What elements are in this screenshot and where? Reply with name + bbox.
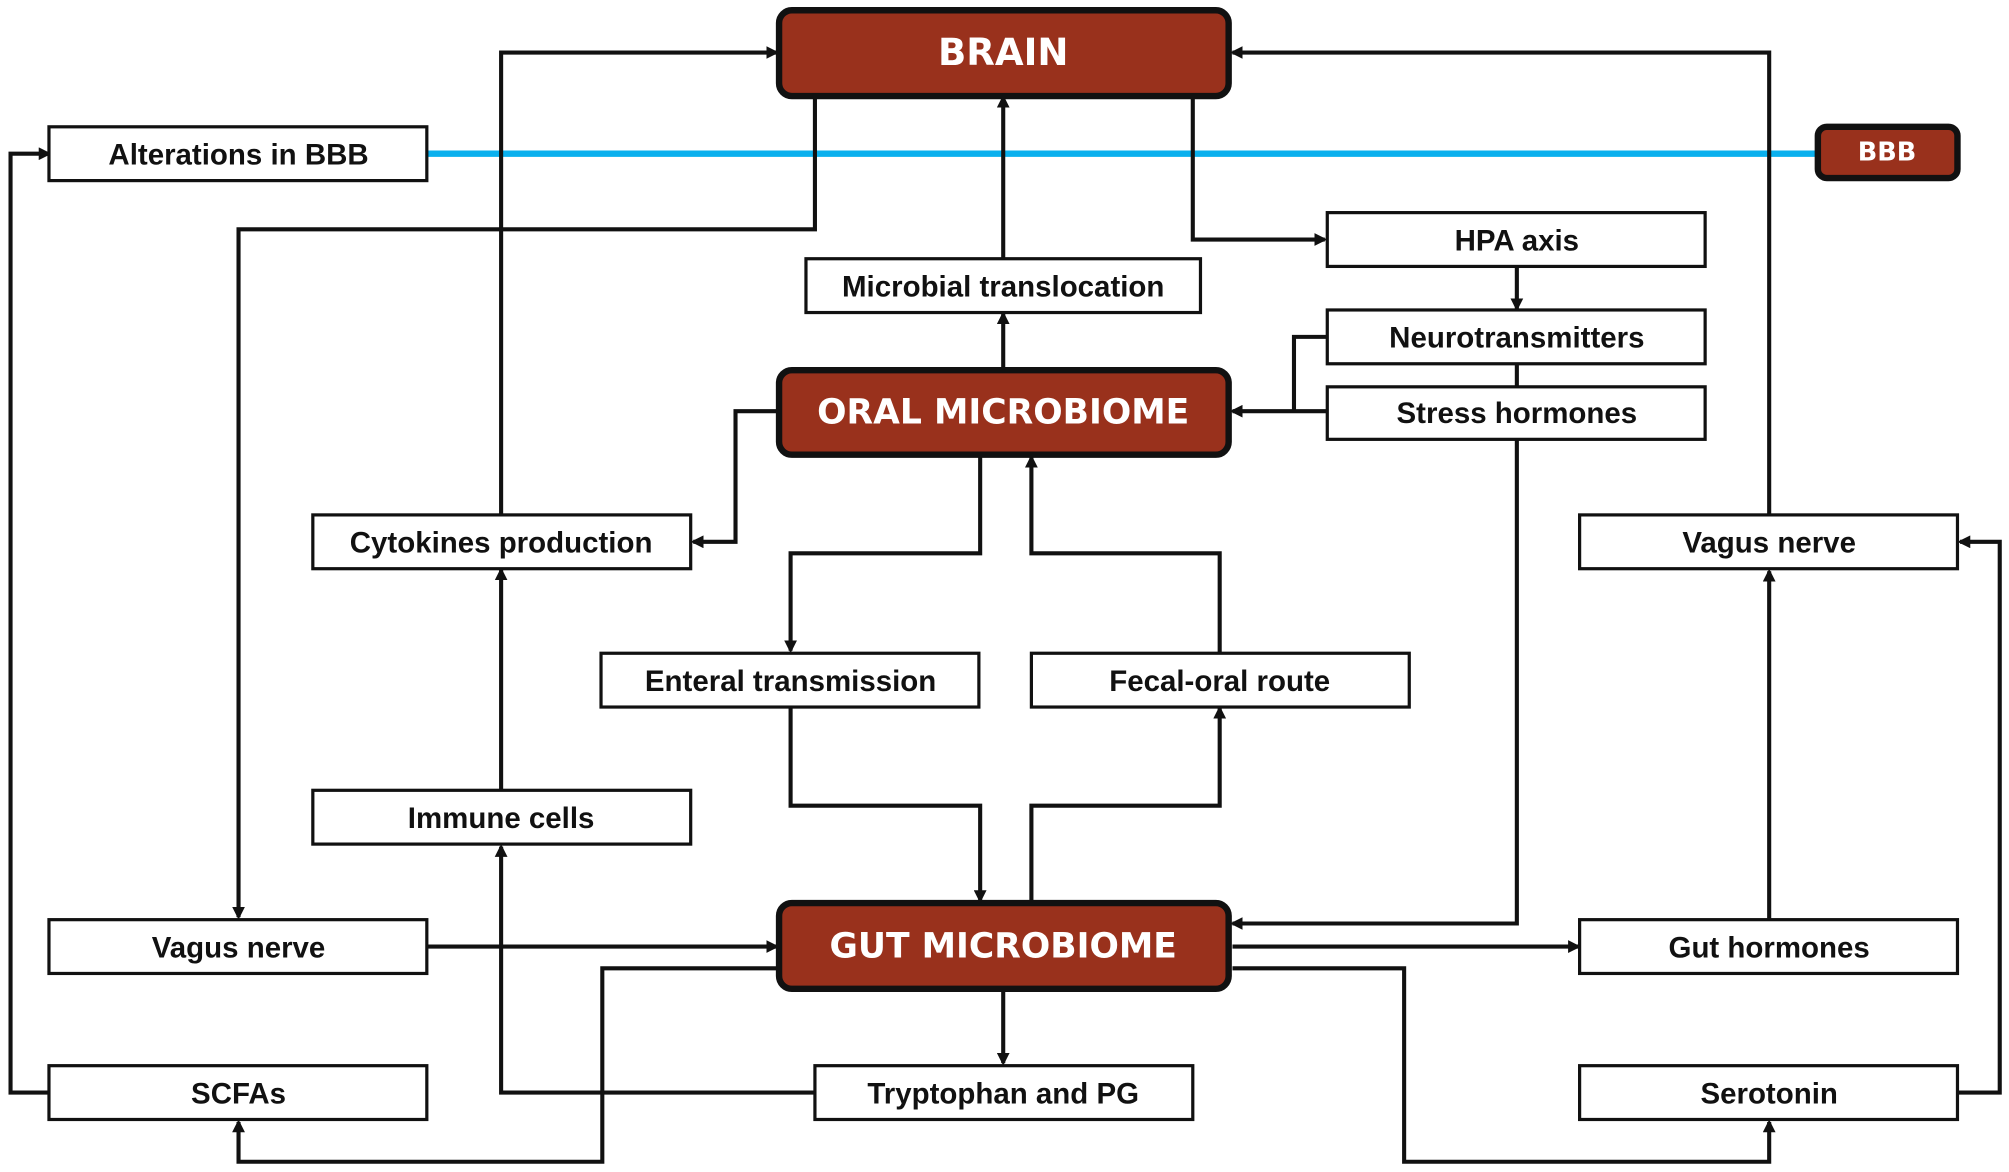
node-enteral-transmission[interactable]: Enteral transmission — [599, 651, 981, 709]
node-immune-cells[interactable]: Immune cells — [311, 788, 693, 846]
node-tryptophan-label: Tryptophan and PG — [867, 1077, 1139, 1110]
hub-bbb-label: BBB — [1858, 137, 1917, 167]
arrow-brain-to-hpa — [1190, 97, 1328, 246]
arrow-fecal-to-oral — [1024, 454, 1222, 652]
hub-oral-microbiome[interactable]: ORAL MICROBIOME — [775, 366, 1232, 458]
node-cytokines-production[interactable]: Cytokines production — [311, 513, 693, 571]
node-hpa-axis-label: HPA axis — [1455, 224, 1579, 257]
arrow-oral-to-enteral — [784, 455, 983, 654]
node-vagus-nerve-right[interactable]: Vagus nerve — [1578, 513, 1960, 571]
node-hpa-axis[interactable]: HPA axis — [1325, 211, 1707, 269]
node-immune-cells-label: Immune cells — [408, 802, 595, 835]
hub-oral-label: ORAL MICROBIOME — [817, 392, 1189, 432]
connectors — [8, 46, 2002, 1164]
node-neurotransmitters-label: Neurotransmitters — [1389, 322, 1644, 355]
hub-brain[interactable]: BRAIN — [775, 7, 1232, 100]
node-fecal-oral-route[interactable]: Fecal-oral route — [1029, 651, 1411, 709]
node-fecal-oral-label: Fecal-oral route — [1109, 665, 1330, 698]
node-scfas-label: SCFAs — [191, 1077, 286, 1110]
node-alterations-bbb[interactable]: Alterations in BBB — [47, 125, 429, 183]
hub-brain-label: BRAIN — [938, 31, 1069, 74]
node-stress-hormones[interactable]: Stress hormones — [1325, 385, 1707, 441]
arrow-scfas-to-alterations — [8, 147, 52, 1095]
hub-gut-microbiome[interactable]: GUT MICROBIOME — [775, 899, 1232, 993]
node-gut-hormones[interactable]: Gut hormones — [1578, 918, 1960, 976]
node-vagus-nerve-left[interactable]: Vagus nerve — [47, 918, 429, 976]
node-cytokines-label: Cytokines production — [350, 527, 653, 560]
node-serotonin[interactable]: Serotonin — [1578, 1064, 1960, 1122]
node-scfas[interactable]: SCFAs — [47, 1064, 429, 1122]
arrow-gut-to-serotonin — [1232, 966, 1776, 1164]
arrow-tryptophan-to-immune — [494, 844, 815, 1095]
arrow-vagus-right-to-brain — [1229, 46, 1772, 515]
arrow-cytokines-to-brain — [499, 46, 780, 515]
node-alterations-bbb-label: Alterations in BBB — [108, 138, 368, 171]
arrow-brain-to-vagus-left — [232, 97, 817, 920]
arrow-neuro-to-oral — [1291, 334, 1328, 412]
arrow-gut-to-scfas — [232, 966, 778, 1164]
arrow-gut-to-fecal — [1029, 705, 1227, 902]
arrow-enteral-to-gut — [788, 707, 987, 904]
node-microbial-translocation-label: Microbial translocation — [842, 270, 1164, 303]
node-microbial-translocation[interactable]: Microbial translocation — [804, 257, 1203, 315]
arrow-stress-to-gut — [1229, 439, 1519, 930]
node-tryptophan-pg[interactable]: Tryptophan and PG — [813, 1064, 1195, 1122]
arrow-serotonin-to-vagus — [1957, 535, 2002, 1095]
node-vagus-right-label: Vagus nerve — [1682, 527, 1856, 560]
node-stress-hormones-label: Stress hormones — [1397, 397, 1638, 430]
node-neurotransmitters[interactable]: Neurotransmitters — [1325, 308, 1707, 366]
node-vagus-left-label: Vagus nerve — [152, 931, 326, 964]
hub-bbb[interactable]: BBB — [1814, 123, 1961, 182]
node-serotonin-label: Serotonin — [1700, 1077, 1837, 1110]
arrow-oral-to-cytokines — [690, 409, 778, 549]
node-gut-hormones-label: Gut hormones — [1669, 931, 1870, 964]
node-enteral-label: Enteral transmission — [645, 665, 936, 698]
hub-gut-label: GUT MICROBIOME — [830, 927, 1177, 967]
